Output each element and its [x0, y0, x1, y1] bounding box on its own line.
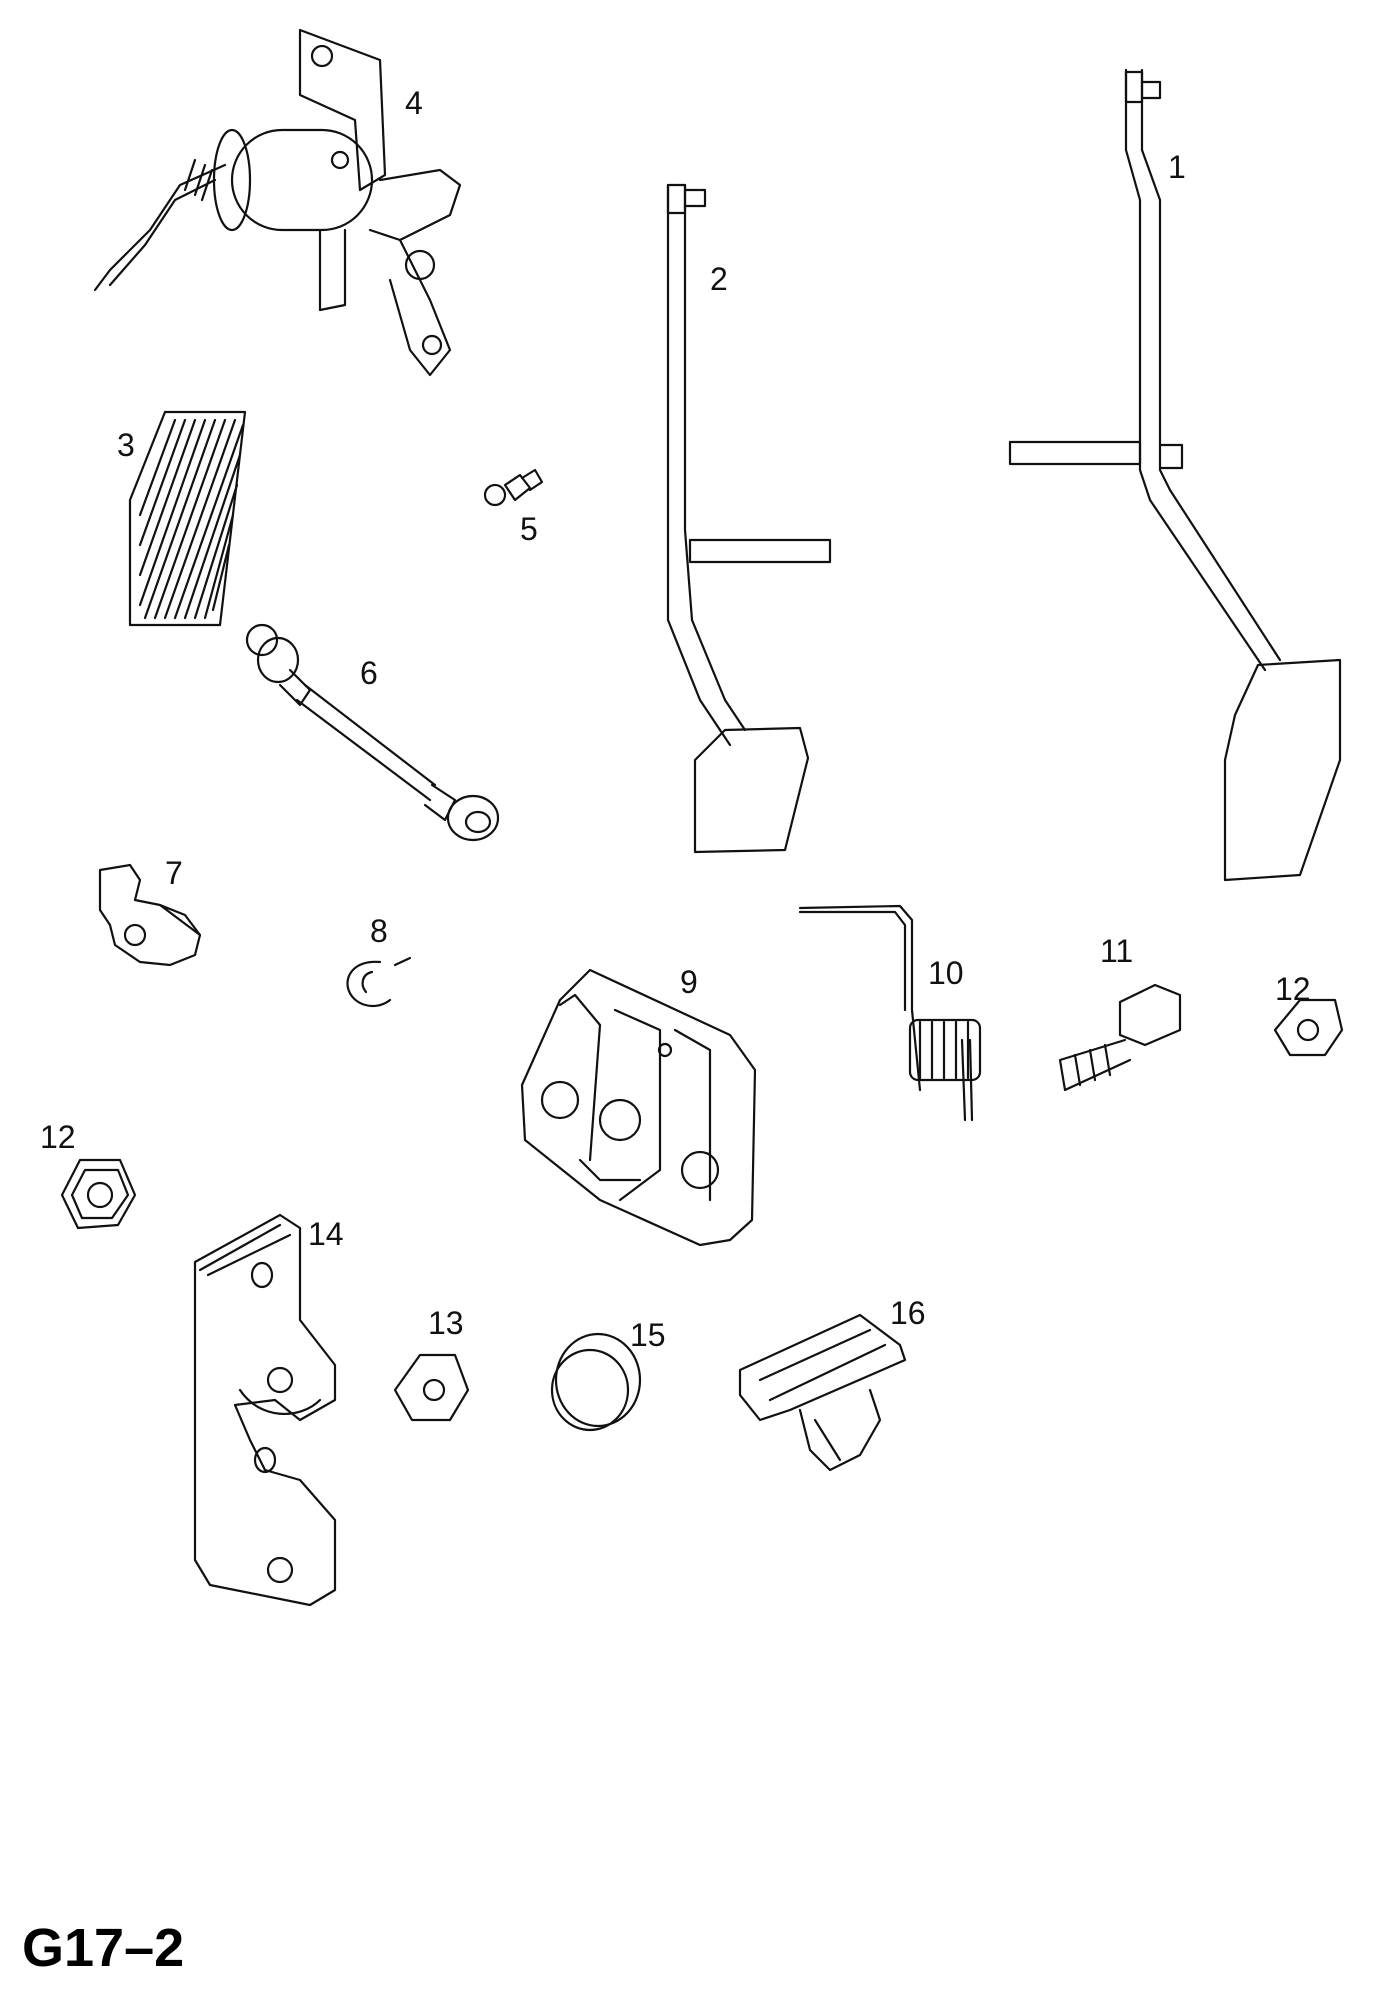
bolt-part-11: [1060, 985, 1180, 1090]
torsion-spring-part-10: [800, 906, 980, 1120]
callout-14: 14: [308, 1216, 344, 1252]
callout-16: 16: [890, 1295, 926, 1331]
push-rod-part-6: [247, 625, 498, 840]
diagram-code: G17–2: [22, 1918, 184, 1978]
pedal-pad-part-3: [130, 412, 245, 625]
callout-15: 15: [630, 1317, 666, 1353]
circlip-part-8: [347, 958, 410, 1006]
pedal-lever-part-2: [668, 185, 830, 852]
retaining-clip-part-7: [100, 865, 200, 965]
rubber-plug-part-15: [552, 1334, 640, 1430]
callout-13: 13: [428, 1305, 464, 1341]
nut-part-13: [395, 1355, 468, 1420]
callout-12-left: 12: [40, 1119, 76, 1155]
callout-7: 7: [165, 855, 183, 891]
mounting-plate-part-14: [195, 1215, 335, 1605]
callout-12-right: 12: [1275, 971, 1311, 1007]
callout-2: 2: [710, 261, 728, 297]
callout-8: 8: [370, 913, 388, 949]
callout-6: 6: [360, 655, 378, 691]
nut-part-12-left: [62, 1160, 135, 1228]
callout-11: 11: [1100, 933, 1133, 969]
pedal-lever-part-1: [1010, 70, 1340, 880]
callout-5: 5: [520, 511, 538, 547]
callout-4: 4: [405, 85, 423, 121]
callout-10: 10: [928, 955, 964, 991]
ball-stud-part-5: [485, 470, 542, 505]
callout-9: 9: [680, 964, 698, 1000]
clip-retainer-part-16: [740, 1315, 905, 1470]
callout-3: 3: [117, 427, 135, 463]
callout-1: 1: [1168, 149, 1186, 185]
actuator-bracket-part-4: [95, 30, 460, 375]
nut-part-12-right: [1275, 1000, 1342, 1055]
pedal-bracket-part-9: [522, 970, 755, 1245]
